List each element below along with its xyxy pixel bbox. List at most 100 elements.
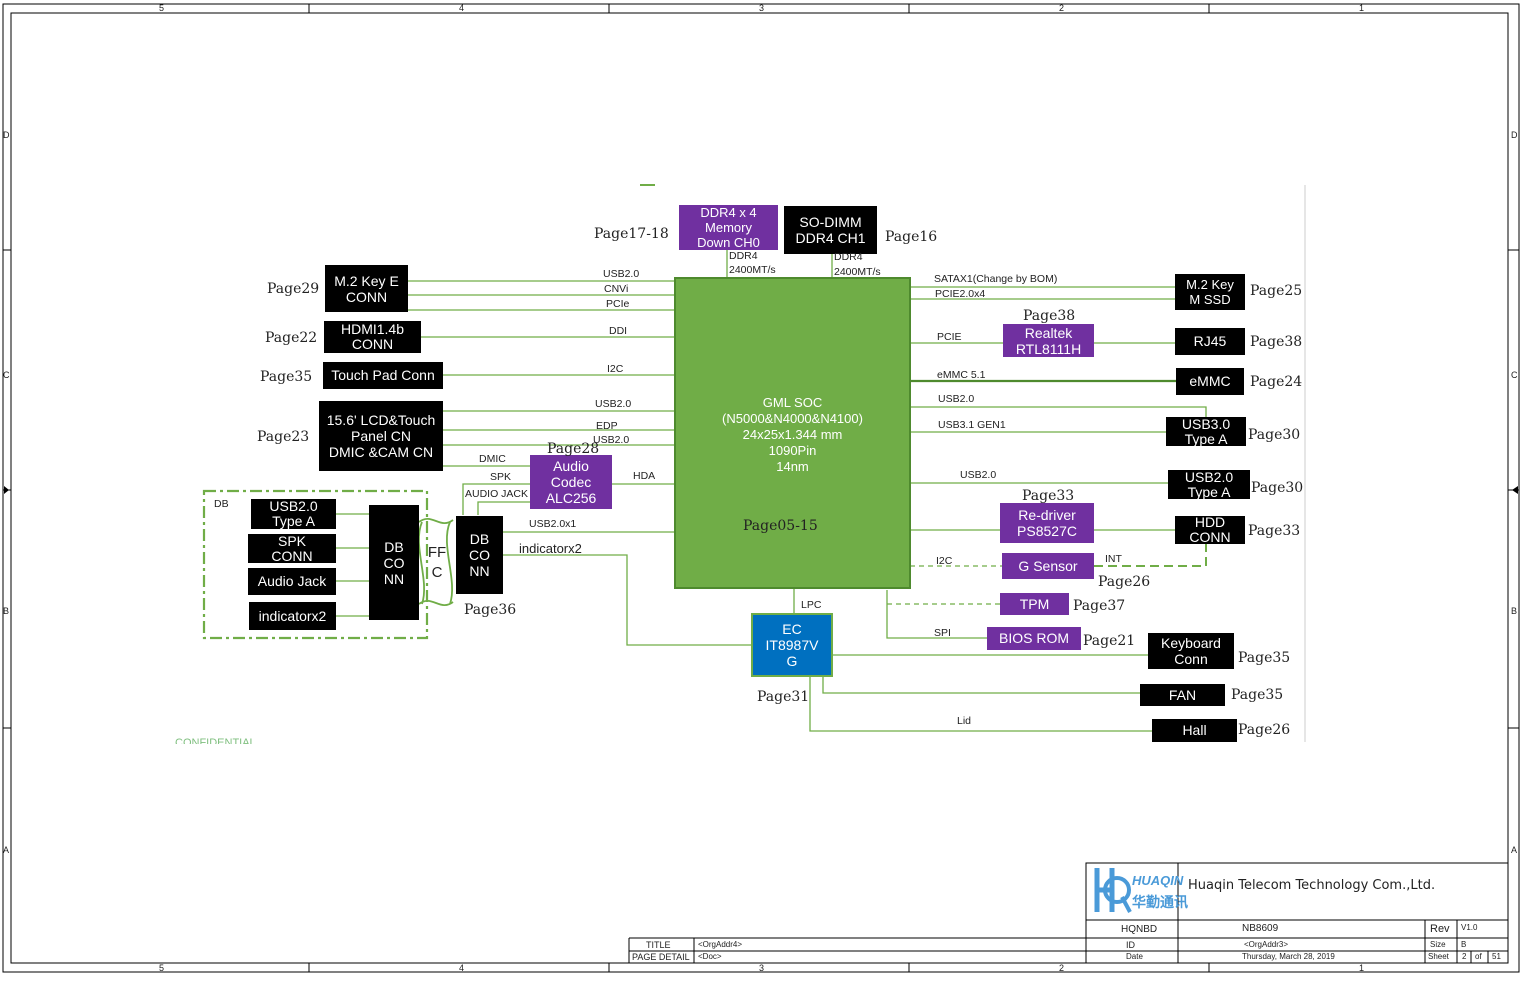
block-line: ALC256 (545, 490, 597, 506)
page-ref-audio-codec: Page28 (547, 441, 600, 457)
page-ref-usb20-type-a: Page30 (1251, 480, 1304, 496)
block-line: Type A (1187, 483, 1231, 500)
hqnbd-label: HQNBD (1121, 924, 1158, 935)
redriver-block: Re-driver PS8527C (1000, 503, 1094, 543)
m2-key-e-block: M.2 Key E CONN (325, 265, 408, 312)
zone-bottom-2: 2 (1059, 963, 1065, 973)
hall-block: Hall (1152, 719, 1237, 742)
signal-i2c-gsensor: I2C (936, 555, 953, 567)
signal-usb20-lcd: USB2.0 (595, 398, 632, 410)
db-indicator-block: indicatorx2 (249, 602, 336, 630)
block-line: Hall (1182, 722, 1207, 738)
signal-spi: SPI (934, 627, 951, 639)
ddr4-memory-down-block: DDR4 x 4 Memory Down CH0 (679, 205, 778, 250)
zone-bottom-3: 3 (759, 963, 765, 973)
signal-cnvi: CNVi (604, 283, 629, 295)
block-line: FAN (1168, 686, 1197, 703)
block-line: RJ45 (1193, 333, 1227, 349)
title-label: TITLE (646, 940, 671, 950)
block-line: (N5000&N4000&N4100) (722, 411, 863, 426)
signal-ddr4-ch0: DDR4 (729, 250, 758, 262)
zone-left-b: B (3, 606, 10, 616)
signal-satax1: SATAX1(Change by BOM) (934, 273, 1058, 285)
title-value: <OrgAddr4> (698, 940, 743, 949)
block-line: Re-driver (1018, 507, 1076, 523)
block-line: HDD (1194, 514, 1226, 530)
company-name: Huaqin Telecom Technology Com.,Ltd. (1188, 878, 1436, 893)
zone-bottom-4: 4 (459, 963, 465, 973)
page-ref-g-sensor: Page26 (1098, 574, 1151, 590)
tpm-block: TPM (1000, 593, 1069, 615)
block-line: indicatorx2 (258, 607, 327, 624)
lcd-block: 15.6' LCD&Touch Panel CN DMIC &CAM CN (319, 401, 443, 471)
page-ref-m2-key-e: Page29 (267, 281, 320, 297)
block-line: Panel CN (351, 428, 411, 444)
signal-pcie-m2e: PCIe (606, 298, 630, 310)
block-line: Down CH0 (697, 235, 760, 250)
block-line: NN (383, 570, 405, 587)
rev-value: V1.0 (1461, 923, 1478, 932)
db-area-label: DB (214, 498, 229, 510)
signal-usb20-m2e: USB2.0 (603, 268, 640, 280)
block-line: 1090Pin (768, 443, 817, 458)
usb30-type-a-block: USB3.0 Type A (1166, 416, 1246, 447)
usb20-type-a-right-block: USB2.0 Type A (1168, 468, 1250, 500)
block-line: Audio (553, 458, 589, 474)
signal-dmic: DMIC (479, 453, 506, 465)
signal-usb20x1: USB2.0x1 (529, 518, 577, 530)
block-line: Conn (1174, 651, 1208, 667)
confidential-watermark: CONFIDENTIAL (175, 737, 256, 744)
g-sensor-block: G Sensor (1002, 553, 1094, 579)
page-ref-sodimm: Page16 (885, 229, 938, 245)
block-line: FF (427, 544, 447, 561)
zone-right-c: C (1511, 370, 1518, 380)
block-line: M.2 Key (1186, 277, 1234, 292)
id-value: <OrgAddr3> (1244, 940, 1289, 949)
signal-indicator: indicatorx2 (519, 541, 582, 556)
signal-usb20-lcd2: USB2.0 (593, 434, 630, 446)
block-line: USB2.0 (1184, 468, 1234, 485)
hdmi-block: HDMI1.4b CONN (324, 321, 421, 353)
zone-left-d: D (3, 130, 10, 140)
huaqin-logo-icon (1094, 868, 1132, 913)
zone-left-a: A (3, 845, 10, 855)
zone-top-1: 1 (1359, 3, 1365, 13)
logo-cn: 华勤通讯 (1132, 895, 1188, 911)
page-ref-redriver: Page33 (1022, 488, 1075, 504)
signal-emmc51: eMMC 5.1 (937, 369, 986, 381)
block-line: Audio Jack (257, 573, 327, 589)
block-line: eMMC (1189, 373, 1231, 389)
signal-ddr4-ch0-speed: 2400MT/s (729, 264, 776, 276)
block-line: CONN (1189, 529, 1231, 545)
block-line: IT8987V (765, 637, 819, 653)
block-line: Type A (1184, 430, 1228, 447)
block-line: M.2 Key E (334, 272, 399, 289)
block-line: DB (469, 531, 490, 547)
zone-right-a: A (1511, 845, 1518, 855)
touchpad-block: Touch Pad Conn (323, 362, 443, 389)
page-ref-lcd: Page23 (257, 429, 310, 445)
rev-label: Rev (1430, 923, 1450, 935)
page-ref-hdmi: Page22 (265, 330, 318, 346)
signal-pcie-lan: PCIE (937, 331, 962, 343)
zone-right-b: B (1511, 606, 1518, 616)
block-line: CONN (271, 547, 313, 564)
page-ref-ddr4-memory: Page17-18 (594, 226, 669, 242)
emmc-block: eMMC (1176, 368, 1244, 395)
signal-i2c-touchpad: I2C (607, 363, 624, 375)
zone-top-3: 3 (759, 3, 765, 13)
block-line: 14nm (776, 459, 809, 474)
block-line: SPK (277, 532, 306, 549)
signal-ddr4-ch1: DDR4 (834, 251, 863, 263)
id-label: ID (1126, 940, 1135, 950)
signal-lid: Lid (957, 715, 972, 727)
signal-ddr4-ch1-speed: 2400MT/s (834, 266, 881, 278)
block-line: RTL8111H (1015, 340, 1082, 357)
signal-usb20-right2: USB2.0 (960, 469, 997, 481)
project-name: NB8609 (1242, 923, 1279, 934)
block-line: Memory (705, 220, 752, 235)
signal-spk: SPK (490, 471, 512, 483)
signal-edp: EDP (596, 420, 618, 432)
block-line: 15.6' LCD&Touch (326, 412, 436, 428)
